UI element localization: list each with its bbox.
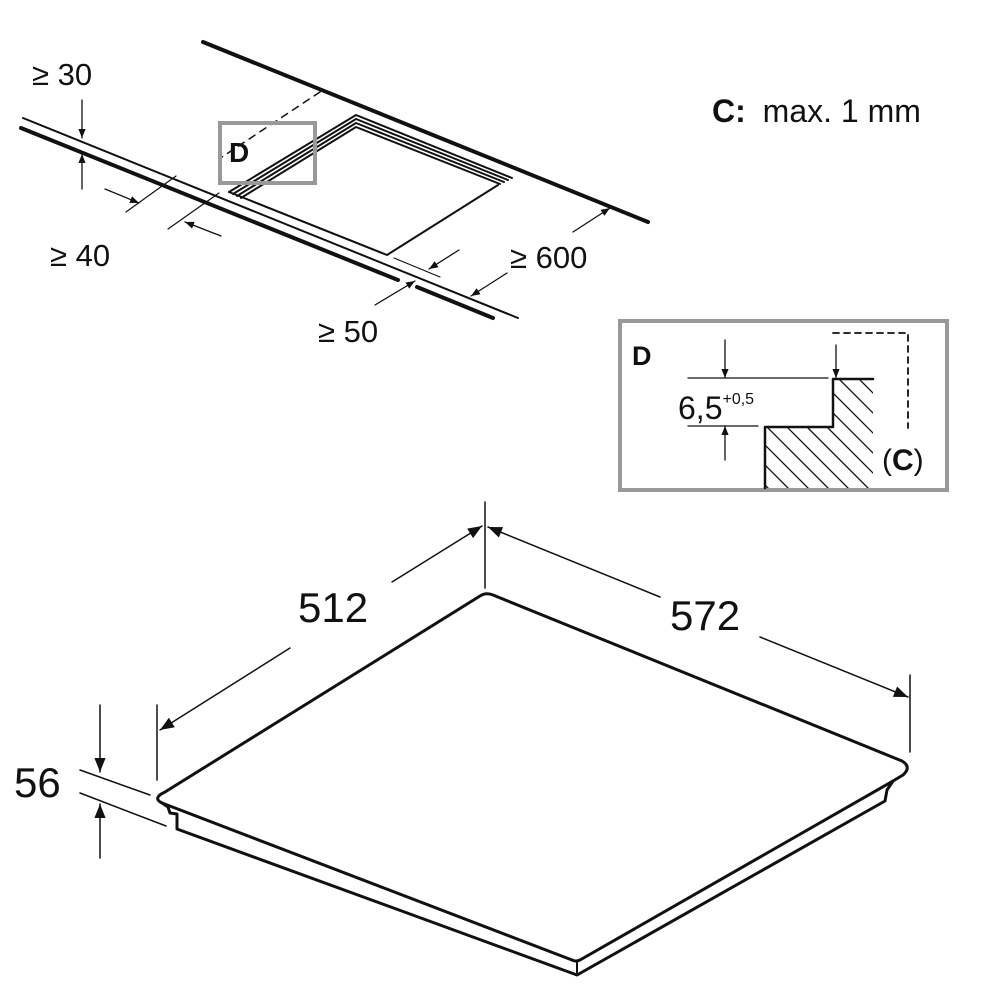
hob-drawing: 512 572 56 bbox=[14, 501, 911, 977]
depth-value-number: 6,5 bbox=[678, 390, 722, 426]
depth-tolerance: +0,5 bbox=[722, 391, 754, 408]
worktop-front-edge bbox=[22, 117, 519, 319]
back-wall-line bbox=[201, 40, 650, 224]
arrow-icon bbox=[487, 526, 661, 598]
cabinet-front-line-2 bbox=[415, 285, 495, 320]
hob-depth-label: 512 bbox=[298, 584, 368, 631]
detail-d-panel: D 6,5+0,5 bbox=[618, 319, 949, 492]
arrow-icon bbox=[374, 280, 416, 306]
extension-line bbox=[393, 257, 441, 278]
note-label: C: bbox=[712, 93, 746, 129]
detail-d-marker-frame bbox=[218, 121, 317, 185]
min-side-gap-label: ≥ 30 bbox=[32, 57, 92, 92]
cutout-step-profile bbox=[763, 377, 875, 490]
depth-value: 6,5+0,5 bbox=[678, 390, 754, 426]
note-text: max. 1 mm bbox=[763, 93, 921, 129]
hob-width-label: 572 bbox=[670, 592, 740, 639]
worktop-drawing: D ≥ 30 ≥ 40 ≥ 50 ≥ 600 bbox=[19, 40, 650, 349]
hob-base bbox=[160, 779, 895, 977]
arrow-icon bbox=[428, 249, 460, 270]
min-front-gap-label: ≥ 40 bbox=[50, 238, 110, 273]
gap-open-paren: ( bbox=[882, 444, 892, 477]
detail-title: D bbox=[632, 341, 652, 371]
hob-glass-top bbox=[156, 592, 909, 963]
extension-line bbox=[167, 192, 220, 230]
arrow-icon bbox=[572, 207, 611, 233]
arrow-icon bbox=[391, 525, 483, 583]
gap-close-paren: ) bbox=[914, 444, 924, 477]
gap-label: C bbox=[892, 444, 914, 477]
cutout bbox=[228, 114, 513, 256]
detail-d-marker: D bbox=[229, 137, 249, 168]
hob-outline-dashed bbox=[832, 332, 909, 429]
hob-height-label: 56 bbox=[14, 759, 61, 806]
arrow-icon bbox=[470, 272, 508, 297]
extension-line bbox=[125, 175, 177, 213]
arrow-icon bbox=[759, 636, 909, 698]
tolerance-note: C: max. 1 mm bbox=[712, 93, 921, 129]
min-depth-label: ≥ 600 bbox=[510, 240, 587, 275]
cabinet-front-line bbox=[19, 126, 400, 282]
arrow-icon bbox=[159, 647, 291, 731]
arrow-icon bbox=[184, 221, 222, 237]
arrow-icon bbox=[104, 188, 140, 204]
min-cutout-gap-label: ≥ 50 bbox=[318, 314, 378, 349]
gap-c-label: (C) bbox=[882, 444, 924, 477]
